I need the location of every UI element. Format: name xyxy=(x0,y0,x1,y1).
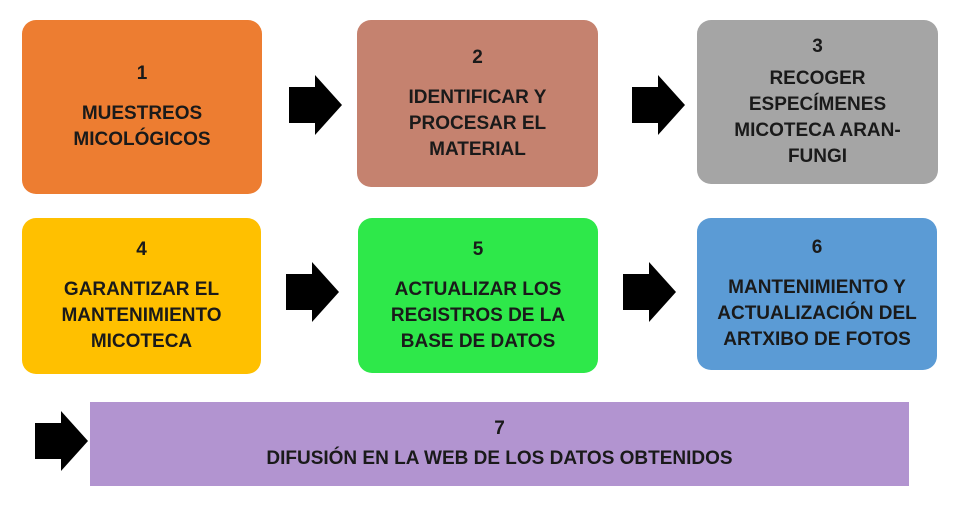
step-7-box: 7 DIFUSIÓN EN LA WEB DE LOS DATOS OBTENI… xyxy=(90,402,909,486)
step-label: ACTUALIZAR LOS REGISTROS DE LA BASE DE D… xyxy=(390,278,566,352)
step-5-box: 5 ACTUALIZAR LOS REGISTROS DE LA BASE DE… xyxy=(358,218,598,373)
step-1-box: 1 MUESTREOS MICOLÓGICOS xyxy=(22,20,262,194)
step-label: RECOGER ESPECÍMENES MICOTECA ARAN-FUNGI xyxy=(734,68,901,167)
step-label: MUESTREOS MICOLÓGICOS xyxy=(73,103,211,150)
right-arrow-icon xyxy=(632,75,685,135)
step-4-box: 4 GARANTIZAR EL MANTENIMIENTO MICOTECA xyxy=(22,218,261,374)
step-label: IDENTIFICAR Y PROCESAR EL MATERIAL xyxy=(408,86,547,160)
step-3-box: 3 RECOGER ESPECÍMENES MICOTECA ARAN-FUNG… xyxy=(697,20,938,184)
step-6-box: 6 MANTENIMIENTO Y ACTUALIZACIÓN DEL ARTX… xyxy=(697,218,937,370)
step-number: 2 xyxy=(472,46,483,68)
step-number: 4 xyxy=(136,239,147,260)
right-arrow-icon xyxy=(286,262,339,322)
step-label: MANTENIMIENTO Y ACTUALIZACIÓN DEL ARTXIB… xyxy=(717,277,917,350)
step-number: 5 xyxy=(472,238,484,260)
step-number: 6 xyxy=(811,237,823,258)
step-number: 7 xyxy=(494,418,505,439)
right-arrow-icon xyxy=(35,411,88,471)
step-label: DIFUSIÓN EN LA WEB DE LOS DATOS OBTENIDO… xyxy=(266,448,733,469)
step-2-box: 2 IDENTIFICAR Y PROCESAR EL MATERIAL xyxy=(357,20,598,187)
right-arrow-icon xyxy=(289,75,342,135)
step-label: GARANTIZAR EL MANTENIMIENTO MICOTECA xyxy=(61,279,222,352)
step-number: 1 xyxy=(136,63,148,84)
step-number: 3 xyxy=(812,36,823,57)
right-arrow-icon xyxy=(623,262,676,322)
